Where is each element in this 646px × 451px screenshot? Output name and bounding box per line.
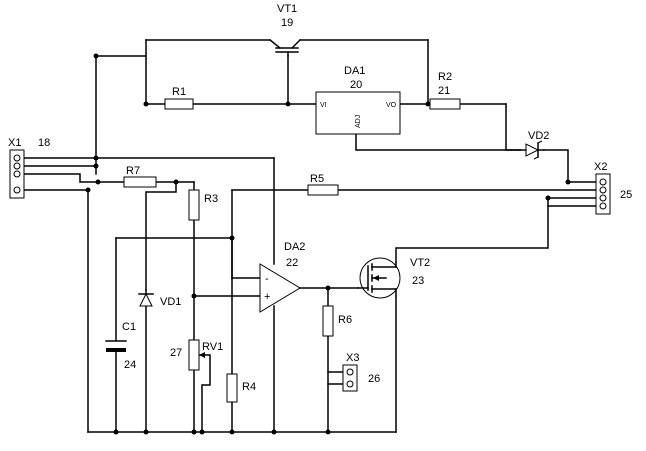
x1-num: 18 xyxy=(38,137,50,149)
resistor-r1: R1 xyxy=(164,86,194,110)
da1-num: 20 xyxy=(350,79,362,91)
r5-ref: R5 xyxy=(310,173,324,185)
x3-ref: X3 xyxy=(346,352,359,364)
da2-num: 22 xyxy=(286,257,298,269)
resistor-r5: R5 xyxy=(307,173,339,196)
resistor-r2: R2 21 xyxy=(429,71,461,110)
vt2-ref: VT2 xyxy=(410,257,430,269)
vt2-num: 23 xyxy=(412,275,424,287)
da2-minus: - xyxy=(265,273,269,285)
da1-pin-adj: ADJ xyxy=(355,115,362,128)
connector-x1: X1 18 xyxy=(8,137,50,199)
mosfet-vt2: VT2 23 xyxy=(357,257,430,299)
wires xyxy=(21,39,599,433)
vd1-ref: VD1 xyxy=(160,296,181,308)
resistor-r4: R4 xyxy=(226,373,256,403)
r7-ref: R7 xyxy=(126,165,140,177)
rv1-num: 27 xyxy=(170,347,182,359)
da1-ref: DA1 xyxy=(344,65,365,77)
vd2-ref: VD2 xyxy=(528,130,549,142)
junctions xyxy=(85,53,571,435)
r4-ref: R4 xyxy=(242,381,256,393)
r2-ref: R2 xyxy=(438,71,452,83)
da2-ref: DA2 xyxy=(284,241,305,253)
vt1-ref: VT1 xyxy=(277,3,297,15)
c1-num: 24 xyxy=(124,359,136,371)
regulator-da1: VI VO ADJ DA1 20 xyxy=(315,65,401,135)
resistor-r6: R6 xyxy=(322,305,352,337)
x2-ref: X2 xyxy=(594,161,607,173)
x2-num: 25 xyxy=(620,189,632,201)
r6-ref: R6 xyxy=(338,314,352,326)
potentiometer-rv1: RV1 27 xyxy=(170,339,223,371)
r2-num: 21 xyxy=(438,85,450,97)
connector-x2: X2 25 xyxy=(594,161,632,215)
x3-num: 26 xyxy=(368,373,380,385)
opamp-da2: - + DA2 22 xyxy=(259,241,305,313)
x1-ref: X1 xyxy=(8,137,21,149)
c1-ref: C1 xyxy=(122,321,136,333)
resistor-r7: R7 xyxy=(123,165,157,188)
transistor-vt1: VT1 19 xyxy=(268,3,302,57)
r1-ref: R1 xyxy=(172,86,186,98)
capacitor-c1: C1 24 xyxy=(105,321,136,371)
diode-vd2: VD2 xyxy=(519,130,549,160)
r3-ref: R3 xyxy=(204,193,218,205)
vt1-num: 19 xyxy=(281,17,293,29)
connector-x3: X3 26 xyxy=(342,352,380,392)
resistor-r3: R3 xyxy=(188,189,218,221)
rv1-ref: RV1 xyxy=(202,341,223,353)
da1-pin-vo: VO xyxy=(386,102,397,109)
diode-vd1: VD1 xyxy=(138,289,181,308)
da2-plus: + xyxy=(264,291,270,303)
da1-pin-vi: VI xyxy=(320,102,327,109)
